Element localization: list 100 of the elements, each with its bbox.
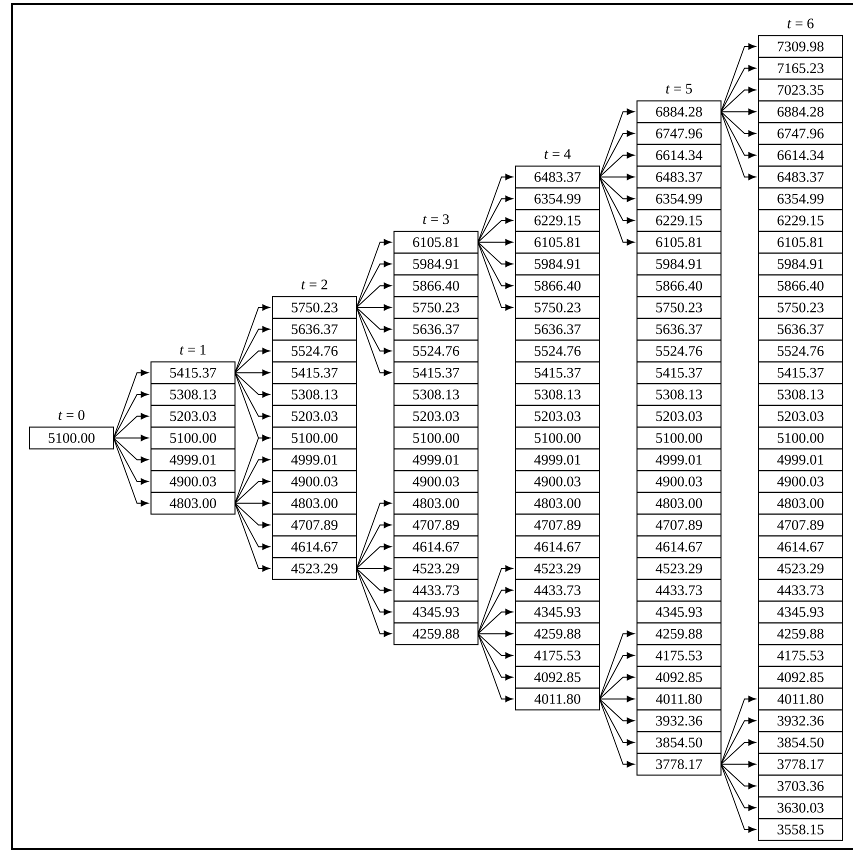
arrow	[478, 174, 513, 243]
arrow	[234, 304, 270, 374]
arrow	[720, 761, 756, 768]
price-box: 4999.01	[758, 448, 843, 472]
price-box: 6354.99	[636, 187, 722, 210]
price-box: 5203.03	[150, 404, 236, 428]
price-box: 4999.01	[515, 448, 600, 472]
price-box: 4707.89	[272, 514, 357, 536]
price-box: 5636.37	[636, 318, 722, 341]
arrow	[356, 239, 392, 308]
price-box: 5203.03	[394, 404, 478, 428]
price-box: 4803.00	[272, 492, 357, 515]
arrow	[720, 86, 756, 112]
arrow	[478, 633, 513, 680]
price-box: 5636.37	[394, 318, 478, 341]
price-box: 5524.76	[636, 340, 722, 362]
price-box: 7023.35	[758, 78, 843, 102]
time-label: t = 4	[544, 149, 571, 159]
price-box: 4259.88	[515, 622, 600, 646]
price-box: 3932.36	[758, 709, 843, 732]
arrow	[720, 718, 756, 765]
price-box: 5100.00	[758, 426, 843, 450]
price-box: 4011.80	[758, 688, 843, 710]
price-box: 6105.81	[758, 230, 843, 254]
price-box: 6354.99	[515, 187, 600, 210]
arrow	[356, 568, 392, 594]
arrow	[234, 502, 270, 572]
price-box: 4433.73	[636, 578, 722, 602]
arrow	[356, 544, 392, 569]
time-label: t = 2	[302, 280, 328, 290]
price-box: 5750.23	[758, 296, 843, 319]
price-box: 5415.37	[515, 361, 600, 384]
price-box: 5750.23	[636, 296, 722, 319]
price-box: 4523.29	[272, 557, 357, 580]
price-box: 4900.03	[150, 470, 236, 493]
price-box: 5866.40	[394, 274, 478, 298]
price-box: 5866.40	[515, 274, 600, 298]
price-box: 5524.76	[758, 340, 843, 362]
arrow	[113, 438, 148, 485]
price-box: 4614.67	[636, 535, 722, 558]
price-box: 4707.89	[394, 514, 478, 536]
arrow	[356, 500, 392, 569]
price-box: 5750.23	[272, 296, 357, 319]
price-box: 5100.00	[515, 426, 600, 450]
arrow	[113, 370, 148, 438]
arrow	[599, 176, 634, 246]
price-box: 6884.28	[636, 100, 722, 124]
time-label: t = 1	[180, 344, 206, 355]
price-box: 4523.29	[394, 557, 478, 580]
arrow	[356, 568, 392, 616]
arrow	[113, 438, 148, 506]
arrow	[720, 108, 756, 115]
price-box: 6354.99	[758, 187, 843, 210]
price-box: 5750.23	[515, 296, 600, 319]
time-label: t = 6	[788, 18, 814, 28]
price-box: 7165.23	[758, 56, 843, 80]
price-box: 5984.91	[758, 252, 843, 276]
price-box: 5203.03	[515, 404, 600, 428]
price-box: 4900.03	[636, 470, 722, 493]
price-box: 7309.98	[758, 35, 843, 58]
arrow	[113, 434, 148, 442]
arrow	[599, 698, 634, 768]
price-box: 5750.23	[394, 296, 478, 319]
price-box: 6483.37	[515, 166, 600, 188]
price-box: 4900.03	[272, 470, 357, 493]
arrow	[356, 568, 392, 637]
price-box: 4092.85	[515, 666, 600, 689]
arrow	[720, 739, 756, 765]
price-box: 3854.50	[758, 731, 843, 754]
price-box: 4259.88	[758, 622, 843, 646]
price-box: 5308.13	[515, 383, 600, 406]
price-box: 4614.67	[394, 535, 478, 558]
price-box: 6483.37	[758, 166, 843, 188]
arrow	[478, 565, 513, 634]
arrow	[478, 217, 513, 243]
price-box: 4999.01	[150, 448, 236, 472]
arrow	[478, 587, 513, 634]
arrow	[599, 696, 634, 702]
arrow	[478, 196, 513, 243]
price-box: 3778.17	[636, 752, 722, 776]
arrow	[720, 696, 756, 765]
price-box: 4345.93	[758, 600, 843, 624]
arrow	[356, 522, 392, 569]
price-box: 6747.96	[636, 122, 722, 145]
price-box: 4614.67	[758, 535, 843, 558]
price-box: 4803.00	[636, 492, 722, 515]
arrow	[356, 282, 392, 308]
arrow	[234, 456, 270, 504]
price-box: 5415.37	[636, 361, 722, 384]
price-box: 3932.36	[636, 709, 722, 732]
price-box: 4803.00	[515, 492, 600, 515]
arrow	[478, 242, 513, 289]
arrow	[599, 652, 634, 700]
price-box: 4175.53	[758, 644, 843, 667]
arrow	[234, 502, 270, 550]
price-box: 5415.37	[758, 361, 843, 384]
price-box: 5636.37	[272, 318, 357, 341]
price-box: 4092.85	[636, 666, 722, 689]
price-box: 5415.37	[150, 361, 236, 384]
price-box: 5415.37	[394, 361, 478, 384]
